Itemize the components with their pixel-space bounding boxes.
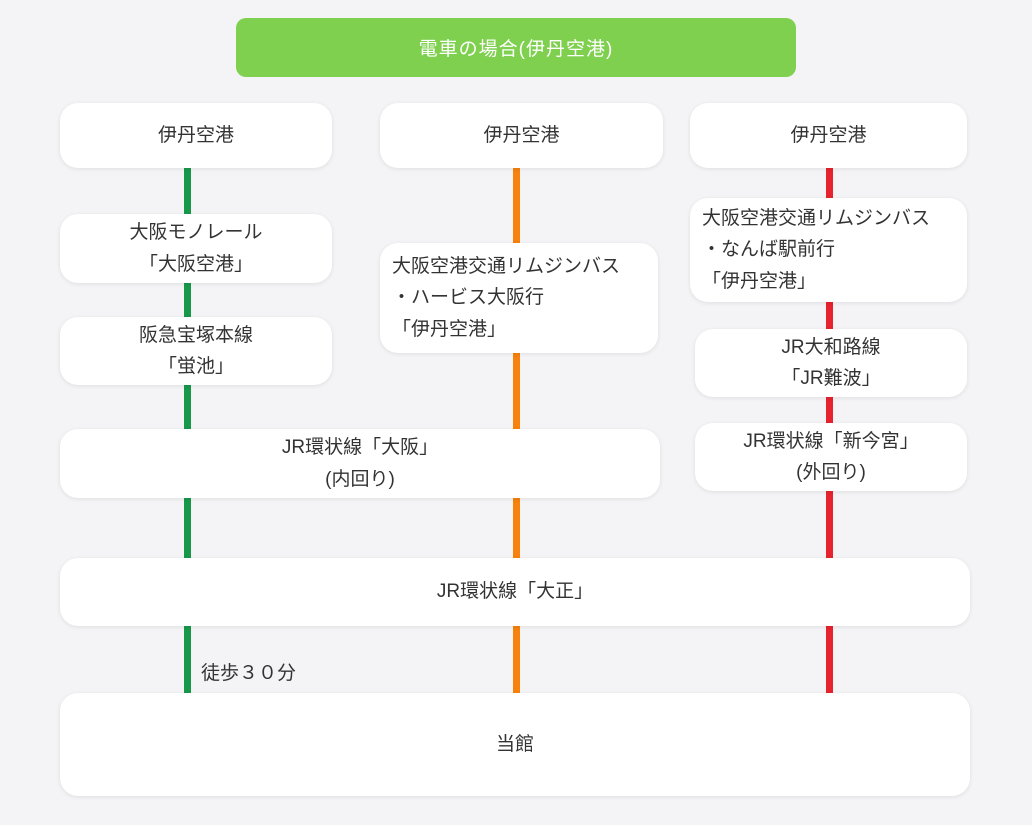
node-jr-yamatoji-line: JR大和路線 「JR難波」: [695, 329, 967, 397]
diagram-title-banner: 電車の場合(伊丹空港): [236, 18, 796, 77]
node-osaka-monorail: 大阪モノレール 「大阪空港」: [60, 214, 332, 283]
diagram-title: 電車の場合(伊丹空港): [418, 39, 614, 60]
node-jr-loop-osaka: JR環状線「大阪」 (内回り): [60, 429, 660, 498]
node-jr-loop-taisho: JR環状線「大正」: [60, 558, 970, 626]
node-limousine-bus-namba: 大阪空港交通リムジンバス ・なんば駅前行 「伊丹空港」: [690, 198, 967, 302]
node-itami-airport-left: 伊丹空港: [60, 103, 332, 168]
node-jr-loop-shinimamiya: JR環状線「新今宮」 (外回り): [695, 423, 967, 491]
walk-time-label: 徒歩３０分: [201, 663, 297, 684]
node-destination: 当館: [60, 693, 970, 796]
node-itami-airport-middle: 伊丹空港: [380, 103, 663, 168]
node-itami-airport-right: 伊丹空港: [690, 103, 967, 168]
node-limousine-bus-herbis-osaka: 大阪空港交通リムジンバス ・ハービス大阪行 「伊丹空港」: [380, 243, 658, 353]
node-hankyu-takarazuka-line: 阪急宝塚本線 「蛍池」: [60, 317, 332, 385]
